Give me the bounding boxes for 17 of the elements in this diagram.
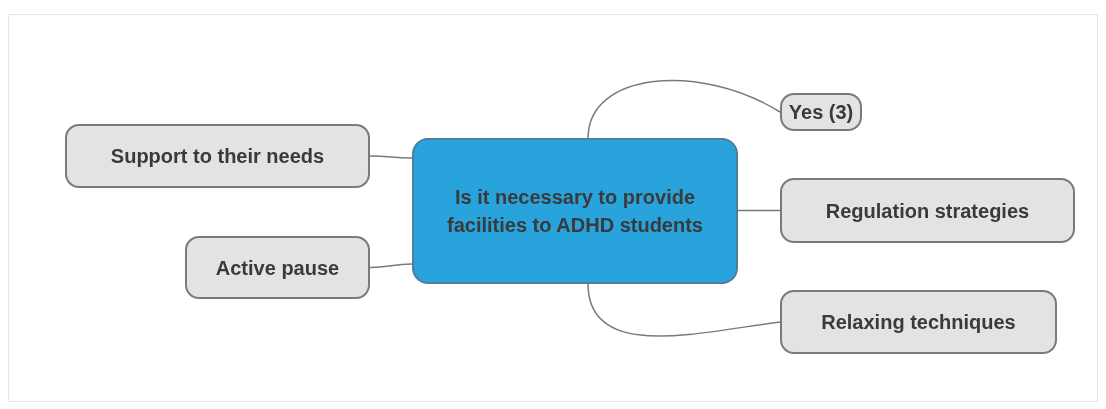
central-topic-box [412, 138, 738, 284]
subtopic-box [780, 290, 1057, 354]
subtopic-box [65, 124, 370, 188]
topic-text: Yes (3) [788, 100, 854, 125]
connector-line [737, 209, 781, 212]
topic-text: Support to their needs [110, 144, 325, 169]
connector-line [587, 79, 781, 139]
topic-text: Active pause [215, 255, 340, 281]
connector-line [369, 263, 413, 269]
topic-text: Relaxing techniques [821, 310, 1016, 335]
connector-line [369, 155, 413, 159]
subtopic-box [780, 93, 862, 131]
connector-line [587, 283, 781, 337]
subtopic-box [780, 178, 1075, 243]
subtopic-box [185, 236, 370, 299]
topic-text: Is it necessary to provide facilities to ADHD students [446, 185, 704, 238]
topic-text: Regulation strategies [825, 198, 1030, 224]
